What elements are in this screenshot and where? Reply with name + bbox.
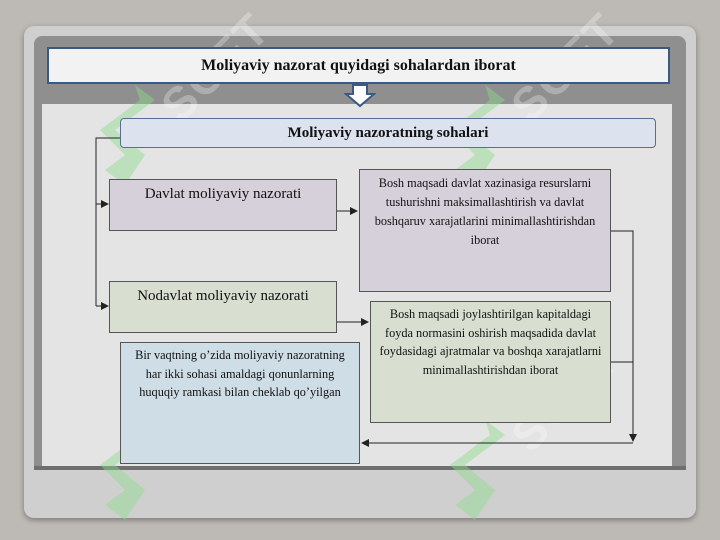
connector-left-line <box>95 137 120 306</box>
connector-right-line <box>611 230 637 442</box>
both-areas-box: Bir vaqtning o’zida moliyaviy nazoratnin… <box>120 342 360 464</box>
slide-title: Moliyaviy nazorat quyidagi sohalardan ib… <box>47 47 670 84</box>
watermark-logo-icon <box>450 85 505 185</box>
watermark-logo-icon <box>450 420 505 520</box>
frame-bottom-edge <box>34 466 686 470</box>
watermark-logo-icon <box>100 85 155 185</box>
nodavlat-description-box: Bosh maqsadi joylashtirilgan kapitaldagi… <box>370 301 611 423</box>
down-arrow-icon <box>344 84 376 108</box>
nodavlat-nazorati-box: Nodavlat moliyaviy nazorati <box>109 281 337 333</box>
davlat-nazorati-box: Davlat moliyaviy nazorati <box>109 179 337 231</box>
davlat-description-box: Bosh maqsadi davlat xazinasiga resurslar… <box>359 169 611 292</box>
diagram-header: Moliyaviy nazoratning sohalari <box>120 118 656 148</box>
